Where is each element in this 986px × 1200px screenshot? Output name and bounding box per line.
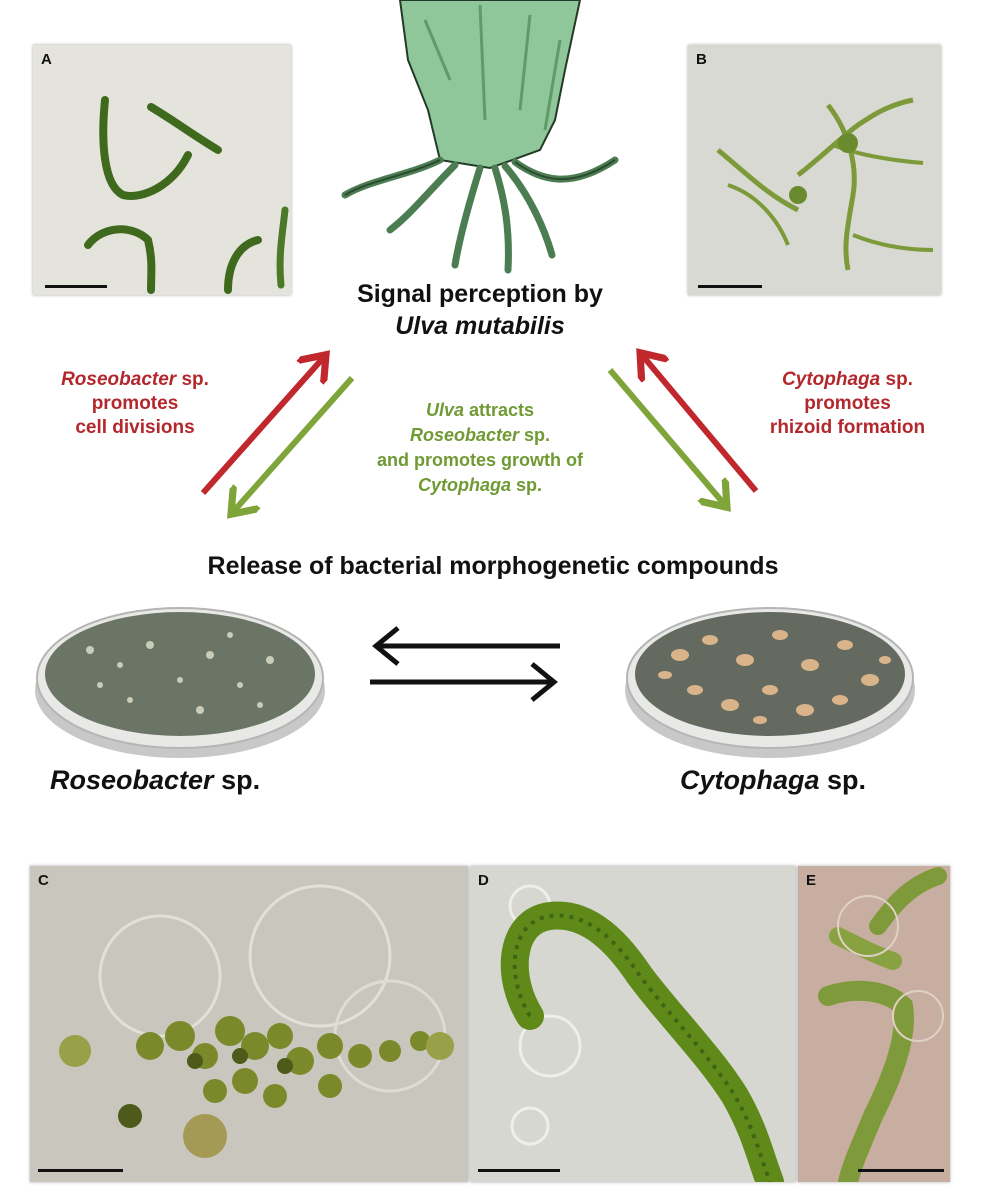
panel-label-b: B	[696, 51, 707, 68]
roseobacter-petri-dish	[35, 607, 325, 758]
signal-perception-line2: Ulva mutabilis	[395, 312, 565, 340]
roseobacter-dish-label: Roseobacter sp.	[50, 765, 261, 795]
cytophaga-effect-label: Cytophaga sp. promotes rhizoid formation	[769, 369, 926, 438]
panel-label-e: E	[806, 872, 817, 889]
signal-perception-line1: Signal perception by	[357, 280, 603, 308]
scale-bar-d	[478, 1169, 560, 1172]
panel-a-micrograph: A	[33, 45, 291, 295]
signal-perception-title: Signal perception by Ulva mutabilis	[300, 278, 660, 342]
scale-bar-a	[45, 285, 107, 288]
scale-bar-b	[698, 285, 762, 288]
roseobacter-effect-label: Roseobacter sp. promotes cell divisions	[61, 369, 209, 438]
panel-b-micrograph: B	[688, 45, 941, 295]
panel-label-a: A	[41, 51, 52, 68]
panel-d-micrograph: D	[470, 866, 796, 1182]
release-compounds-title: Release of bacterial morphogenetic compo…	[207, 552, 779, 580]
ulva-thallus-illustration	[341, 0, 619, 274]
panel-e-micrograph: E	[798, 866, 950, 1182]
scale-bar-e	[858, 1169, 944, 1172]
cytophaga-genus: Cytophaga	[782, 369, 881, 390]
cytophaga-petri-dish	[625, 607, 915, 758]
scale-bar-c	[38, 1169, 123, 1172]
panel-label-c: C	[38, 872, 49, 889]
ulva-effect-label: Ulva attracts Roseobacter sp. and promot…	[377, 400, 583, 495]
roseobacter-genus: Roseobacter	[61, 369, 177, 390]
cytophaga-dish-label: Cytophaga sp.	[680, 765, 867, 795]
panel-c-micrograph: C	[30, 866, 468, 1182]
panel-label-d: D	[478, 872, 489, 889]
